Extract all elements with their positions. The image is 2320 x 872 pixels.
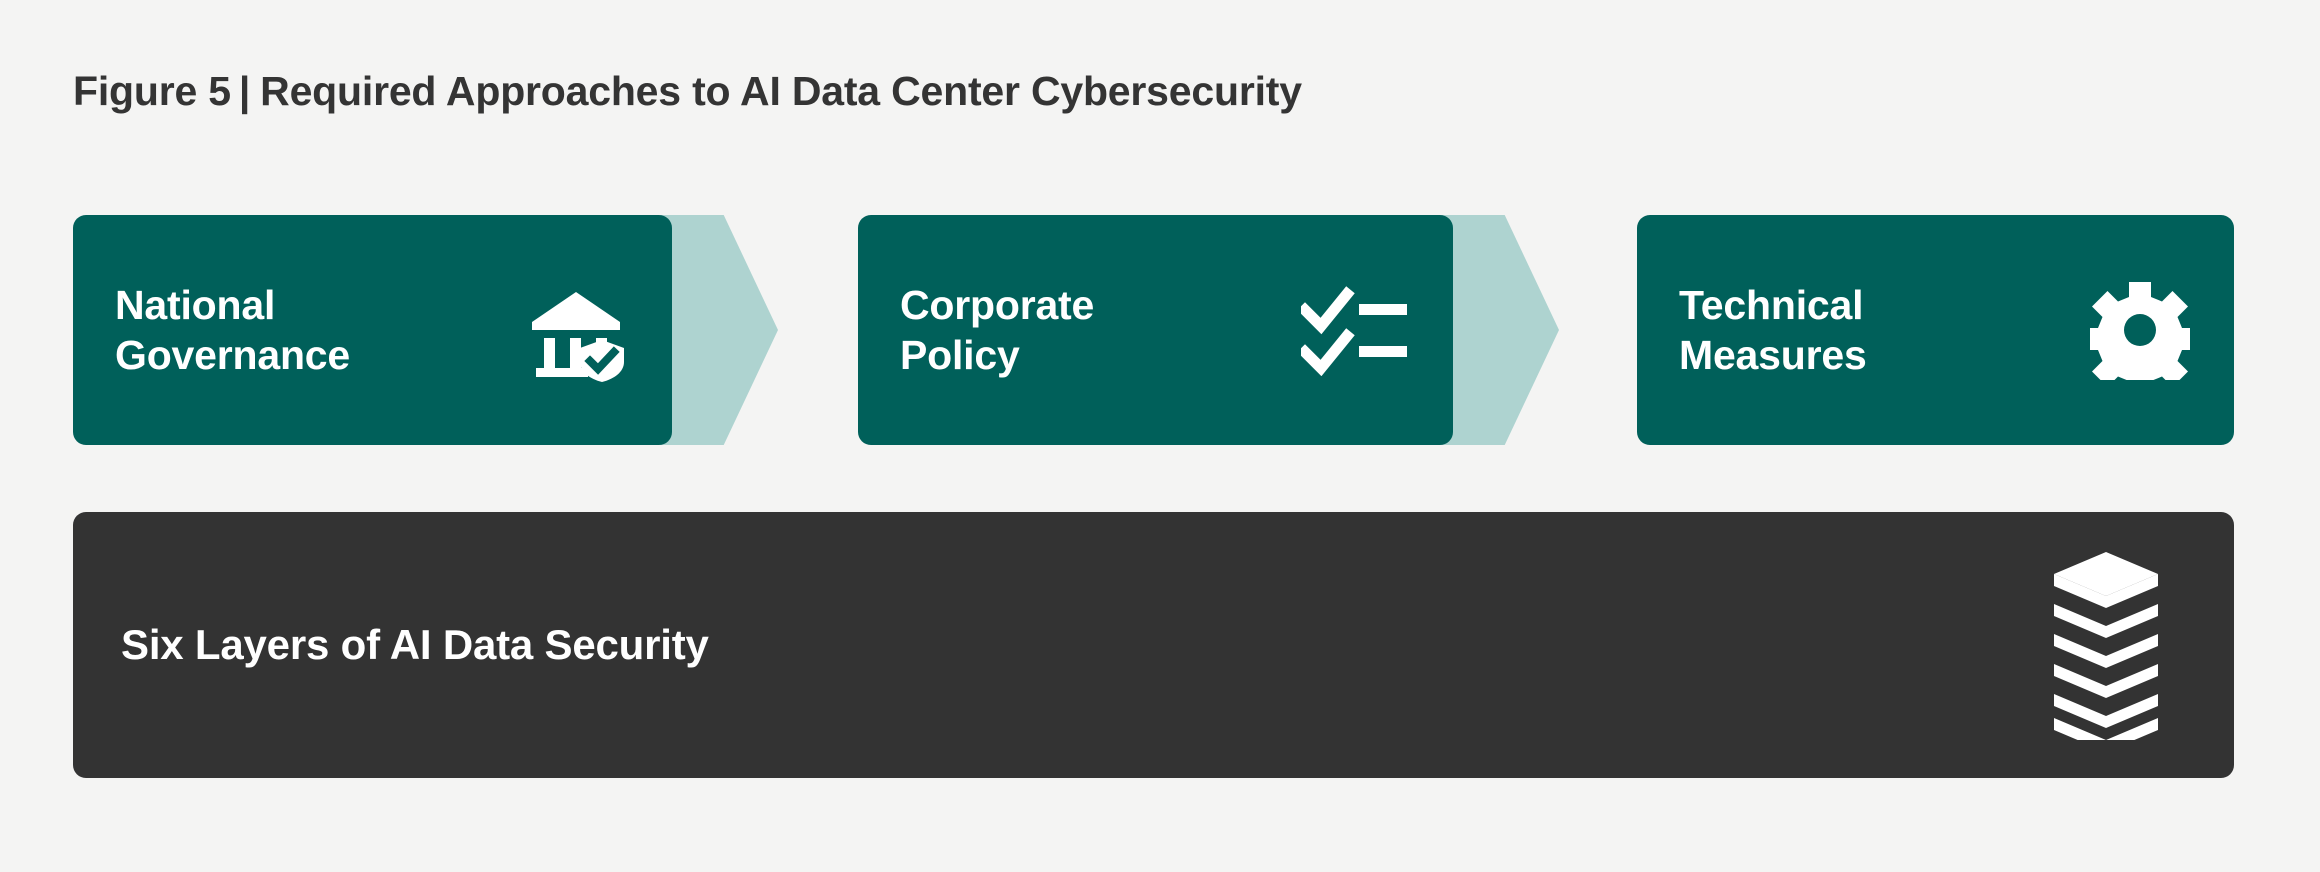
title-separator: |	[238, 68, 251, 114]
chevron-right-arrow-2	[1441, 215, 1559, 445]
stage-card-corporate-policy[interactable]: Corporate Policy	[858, 215, 1453, 445]
foundation-label: Six Layers of AI Data Security	[121, 621, 709, 668]
gear-icon	[2090, 280, 2190, 380]
checklist-icon	[1301, 284, 1409, 376]
page-title: Required Approaches to AI Data Center Cy…	[260, 68, 1302, 114]
stage-label-technical-measures: Technical Measures	[1679, 281, 1867, 378]
stacked-layers-icon	[2050, 550, 2162, 740]
foundation-bar-six-layers[interactable]: Six Layers of AI Data Security	[73, 512, 2234, 778]
stage-content: National Governance	[73, 215, 672, 445]
chevron-right-arrow-1	[660, 215, 778, 445]
stage-label-corporate-policy: Corporate Policy	[900, 281, 1095, 378]
figure-title: Figure 5|Required Approaches to AI Data …	[73, 68, 1302, 115]
stage-label-national-governance: National Governance	[115, 281, 350, 378]
figure-number: Figure 5	[73, 68, 231, 114]
stage-card-national-governance[interactable]: National Governance	[73, 215, 672, 445]
stage-content: Corporate Policy	[858, 215, 1453, 445]
stage-card-technical-measures[interactable]: Technical Measures	[1637, 215, 2234, 445]
stage-content: Technical Measures	[1637, 215, 2234, 445]
bank-shield-check-icon	[524, 278, 628, 382]
